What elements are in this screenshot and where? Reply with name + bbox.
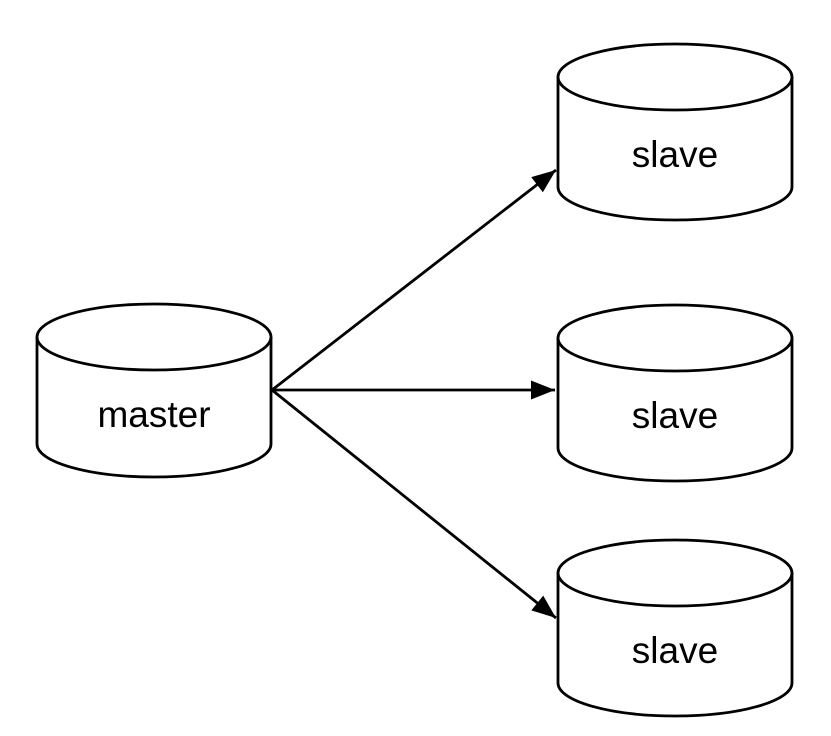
node-master: master <box>35 302 273 479</box>
slave-1-label: slave <box>632 134 718 175</box>
master-cylinder-body <box>35 337 273 479</box>
slave-2-cylinder-top <box>556 303 794 373</box>
slave-1-cylinder-top <box>556 42 794 112</box>
node-slave-3: slave <box>556 538 794 718</box>
slave-3-cylinder-body <box>556 573 794 718</box>
slave-1-cylinder-body <box>556 77 794 222</box>
slave-3-label: slave <box>632 630 718 671</box>
edge-master-to-slave-3 <box>271 388 557 620</box>
slave-3-cylinder-top <box>556 538 794 608</box>
node-slave-1: slave <box>556 42 794 222</box>
edges-group <box>271 168 557 620</box>
master-label: master <box>97 394 210 435</box>
edge-master-to-slave-1 <box>271 168 557 392</box>
slave-2-cylinder-body <box>556 338 794 483</box>
node-slave-2: slave <box>556 303 794 483</box>
master-cylinder-top <box>35 302 273 372</box>
slave-2-label: slave <box>632 395 718 436</box>
